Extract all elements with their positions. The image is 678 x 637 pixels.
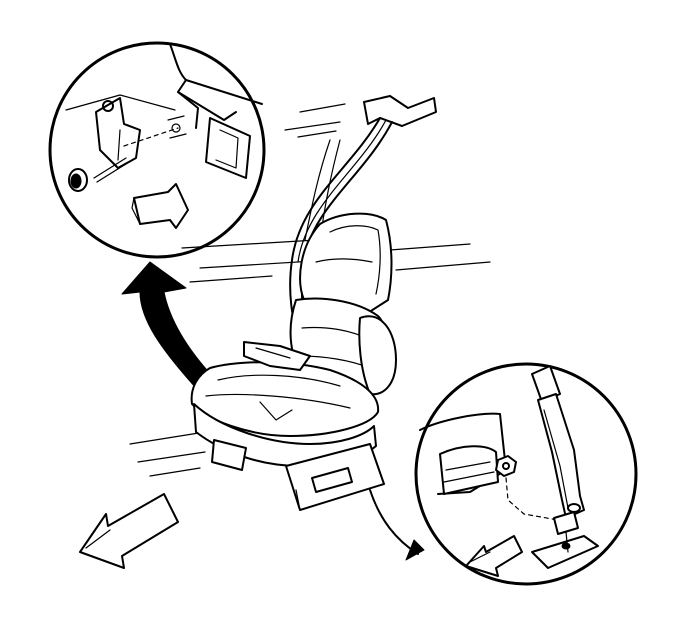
detail-circle-outline-lower [414,362,638,586]
anchor-bolt-icon [68,157,130,192]
side-bolster [358,315,397,396]
lower-direction-arrow-icon [465,535,523,577]
seat-cushion [190,341,380,437]
leader-line [369,489,419,555]
belt-upper-guide [363,95,437,127]
anchor-bracket [95,97,141,169]
seat-base [193,403,385,511]
direction-arrow-icon [133,183,189,229]
mounting-hole [171,123,181,133]
lower-anchor-detail-circle [414,362,638,586]
vehicle-body-lines [129,103,491,477]
headrest [299,212,393,319]
detail-circle-outline [48,41,266,259]
front-track-foot [211,439,247,471]
front-direction-arrow-icon [79,493,179,569]
buckle-head [531,365,561,403]
anchor-nut-icon [495,455,517,477]
buckle-strap [537,393,585,519]
rotate-arrow-icon [121,261,215,389]
bracket-hole [102,100,114,112]
leader-arrowhead-icon [405,539,425,561]
upper-anchor-detail-circle [48,41,266,259]
